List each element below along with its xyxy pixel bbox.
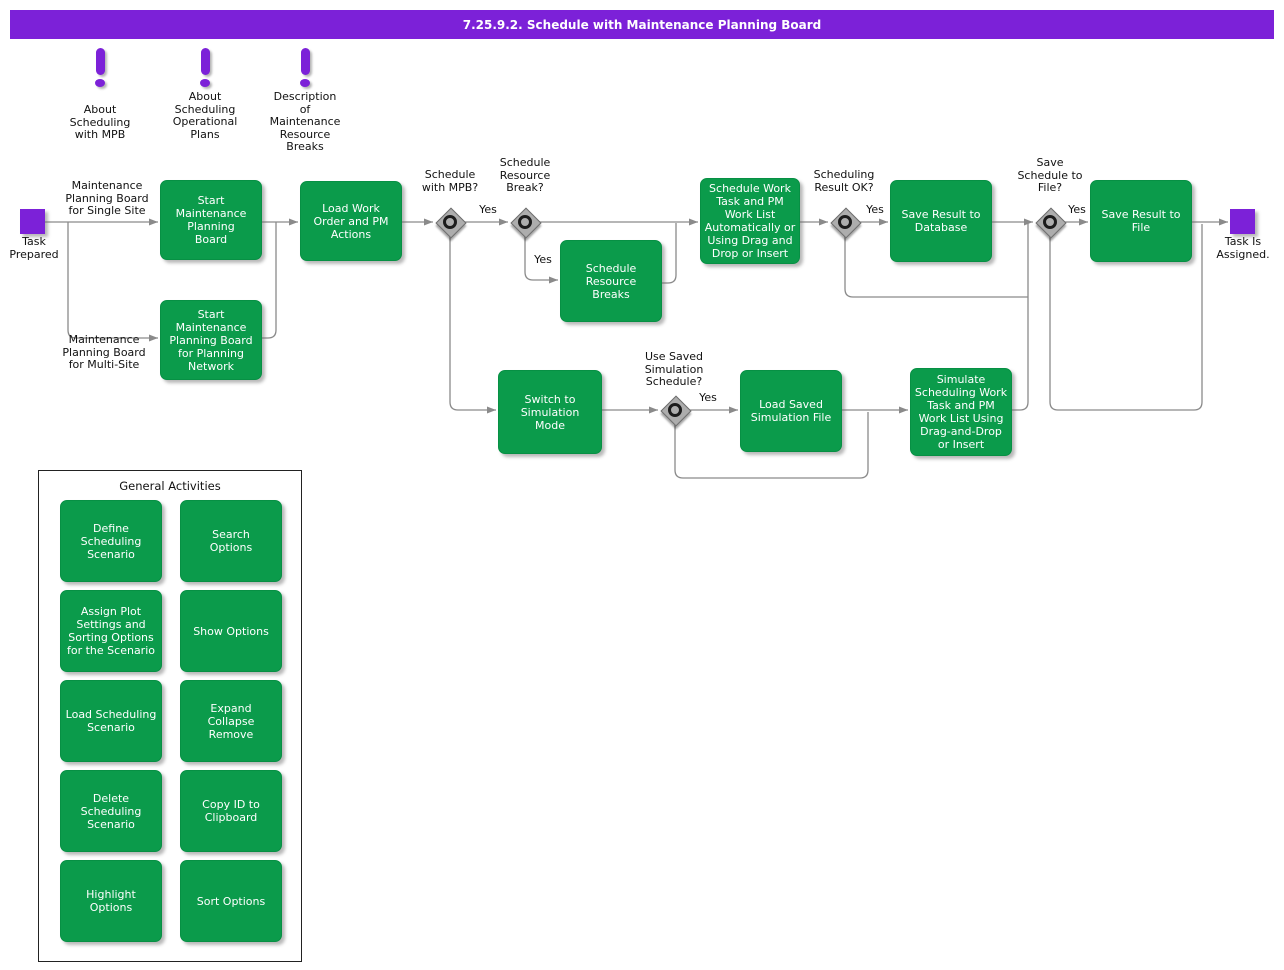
exclamation-icon[interactable] (295, 48, 315, 87)
diagram-title: 7.25.9.2. Schedule with Maintenance Plan… (462, 17, 822, 32)
decision-circle-icon (668, 403, 682, 417)
activity-load-work-order[interactable]: Load Work Order and PM Actions (300, 181, 402, 261)
activity-delete-scheduling-scenario[interactable]: Delete Scheduling Scenario (60, 770, 162, 852)
exclamation-icon[interactable] (90, 48, 110, 87)
activity-switch-simulation-mode[interactable]: Switch to Simulation Mode (498, 370, 602, 454)
note-about-scheduling-operational-plans[interactable]: About Scheduling Operational Plans (172, 90, 238, 141)
activity-save-result-file[interactable]: Save Result to File (1090, 180, 1192, 262)
decision-schedule-with-mpb (434, 206, 467, 239)
edge-label-multi-site: Maintenance Planning Board for Multi-Sit… (62, 333, 146, 371)
note-description-maintenance-resource-breaks[interactable]: Description of Maintenance Resource Brea… (269, 90, 341, 153)
start-event-square (20, 209, 45, 234)
end-event-square (1230, 209, 1255, 234)
activity-show-options[interactable]: Show Options (180, 590, 282, 672)
activity-assign-plot-settings[interactable]: Assign Plot Settings and Sorting Options… (60, 590, 162, 672)
decision-label-use-saved-simulation: Use Saved Simulation Schedule? (644, 350, 704, 388)
activity-start-mpb[interactable]: Start Maintenance Planning Board (160, 180, 262, 260)
note-about-scheduling-with-mpb[interactable]: About Scheduling with MPB (69, 103, 131, 141)
yes-label: Yes (699, 391, 717, 404)
decision-use-saved-simulation (659, 394, 692, 427)
decision-circle-icon (518, 215, 532, 229)
yes-label: Yes (479, 203, 497, 216)
decision-label-scheduling-result-ok: Scheduling Result OK? (813, 168, 875, 194)
exclamation-icon[interactable] (195, 48, 215, 87)
decision-circle-icon (1043, 215, 1057, 229)
decision-label-schedule-with-mpb: Schedule with MPB? (421, 168, 479, 194)
decision-label-save-schedule-to-file: Save Schedule to File? (1017, 156, 1083, 194)
yes-label: Yes (1068, 203, 1086, 216)
activity-simulate-scheduling[interactable]: Simulate Scheduling Work Task and PM Wor… (910, 368, 1012, 456)
decision-scheduling-result-ok (829, 206, 862, 239)
decision-circle-icon (838, 215, 852, 229)
start-event-label: Task Prepared (9, 235, 59, 261)
activity-schedule-work-task[interactable]: Schedule Work Task and PM Work List Auto… (700, 178, 800, 264)
activity-define-scheduling-scenario[interactable]: Define Scheduling Scenario (60, 500, 162, 582)
decision-label-schedule-resource-break: Schedule Resource Break? (499, 156, 551, 194)
activity-copy-id-to-clipboard[interactable]: Copy ID to Clipboard (180, 770, 282, 852)
activity-start-mpb-planning-network[interactable]: Start Maintenance Planning Board for Pla… (160, 300, 262, 380)
decision-save-schedule-to-file (1034, 206, 1067, 239)
activity-expand-collapse-remove[interactable]: Expand Collapse Remove (180, 680, 282, 762)
end-event-label: Task Is Assigned. (1216, 235, 1270, 261)
activity-schedule-resource-breaks[interactable]: Schedule Resource Breaks (560, 240, 662, 322)
activity-load-saved-simulation[interactable]: Load Saved Simulation File (740, 370, 842, 452)
general-activities-title: General Activities (119, 479, 221, 493)
diagram-title-bar: 7.25.9.2. Schedule with Maintenance Plan… (10, 10, 1274, 39)
decision-circle-icon (443, 215, 457, 229)
activity-sort-options[interactable]: Sort Options (180, 860, 282, 942)
decision-schedule-resource-break (509, 206, 542, 239)
activity-highlight-options[interactable]: Highlight Options (60, 860, 162, 942)
activity-search-options[interactable]: Search Options (180, 500, 282, 582)
yes-label: Yes (534, 253, 552, 266)
activity-load-scheduling-scenario[interactable]: Load Scheduling Scenario (60, 680, 162, 762)
activity-save-result-database[interactable]: Save Result to Database (890, 180, 992, 262)
yes-label: Yes (866, 203, 884, 216)
edge-label-single-site: Maintenance Planning Board for Single Si… (65, 179, 149, 217)
